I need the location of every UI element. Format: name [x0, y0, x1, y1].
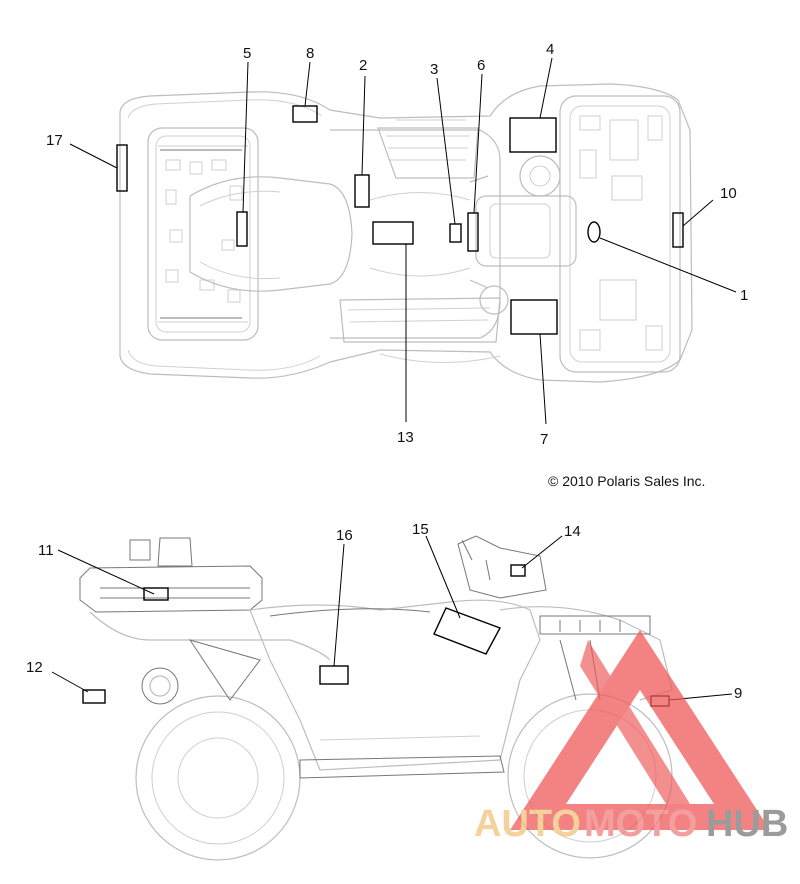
decal-5: [236, 211, 248, 247]
callout-2: 2: [359, 57, 367, 74]
callout-15: 15: [412, 521, 429, 538]
decal-2: [354, 174, 370, 208]
watermark-moto: MOTO: [584, 803, 697, 845]
side-view-callouts: 11 12 16 15 14 9: [26, 521, 742, 702]
decal-4: [509, 117, 557, 153]
automotohub-watermark: AUTO MOTO HUB: [474, 630, 788, 845]
decal-16: [319, 665, 349, 685]
callout-10: 10: [720, 185, 737, 202]
decal-7: [510, 299, 558, 335]
watermark-triangle-logo: [510, 630, 770, 830]
callout-8: 8: [306, 45, 314, 62]
decal-3: [449, 223, 462, 243]
callout-9: 9: [734, 685, 742, 702]
decal-6: [467, 212, 479, 252]
callout-12: 12: [26, 659, 43, 676]
callout-3: 3: [430, 61, 438, 78]
decal-17: [116, 144, 128, 192]
decal-8: [292, 105, 318, 123]
callout-14: 14: [564, 523, 581, 540]
decal-12: [82, 689, 106, 704]
callout-6: 6: [477, 57, 485, 74]
decal-11: [143, 587, 169, 601]
decal-10: [672, 212, 684, 248]
top-view-leaders: [69, 57, 737, 425]
atv-side-view: [79, 535, 673, 861]
callout-11: 11: [38, 542, 54, 559]
side-view-decals: [82, 564, 670, 707]
callout-7: 7: [540, 431, 548, 448]
watermark-auto: AUTO: [474, 803, 581, 845]
callout-17: 17: [46, 132, 63, 149]
atv-top-view: [119, 83, 693, 383]
top-view-callouts: 17 5 8 2 3 6 4 10 1 13 7: [46, 41, 748, 448]
callout-16: 16: [336, 527, 353, 544]
decal-13: [372, 221, 414, 245]
decal-15: [433, 607, 501, 655]
callout-5: 5: [243, 45, 251, 62]
decal-14: [510, 564, 526, 577]
callout-1: 1: [740, 287, 748, 304]
copyright-text: © 2010 Polaris Sales Inc.: [548, 473, 705, 489]
callout-13: 13: [397, 429, 414, 446]
callout-4: 4: [546, 41, 554, 58]
watermark-hub: HUB: [706, 803, 788, 845]
decal-1: [587, 221, 601, 243]
